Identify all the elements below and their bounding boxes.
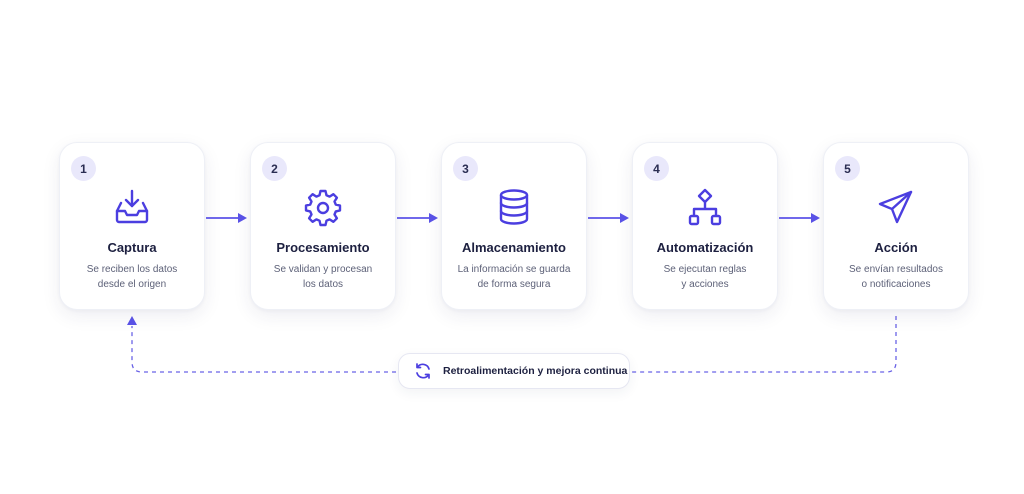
connector-arrow — [588, 213, 629, 223]
step-card-capture: 1 Captura Se reciben los datos desde el … — [59, 142, 205, 310]
database-icon — [492, 185, 536, 229]
step-description: Se ejecutan reglas y acciones — [663, 264, 747, 290]
paper-plane-icon — [874, 185, 918, 229]
step-title: Almacenamiento — [461, 240, 567, 255]
step-description: La información se guarda de forma segura — [457, 264, 571, 290]
feedback-label: Retroalimentación y mejora continua — [443, 365, 628, 377]
step-title: Captura — [107, 240, 157, 255]
step-number-badge: 4 — [644, 156, 669, 181]
step-number-badge: 3 — [453, 156, 478, 181]
step-card-processing: 2 Procesamiento Se validan y procesan lo… — [250, 142, 396, 310]
connector-arrow — [397, 213, 438, 223]
gear-icon — [301, 185, 345, 229]
inbox-download-icon — [110, 185, 154, 229]
step-card-action: 5 Acción Se envían resultados o notifica… — [823, 142, 969, 310]
step-description: Se reciben los datos desde el origen — [86, 264, 178, 290]
connector-arrow — [206, 213, 247, 223]
flowchart-icon — [683, 185, 727, 229]
step-title: Acción — [874, 240, 918, 255]
connector-arrow — [779, 213, 820, 223]
step-card-automation: 4 Automatización Se ejecutan reglas y ac… — [632, 142, 778, 310]
step-number-badge: 5 — [835, 156, 860, 181]
loop-arrowhead — [127, 316, 137, 325]
step-number-badge: 1 — [71, 156, 96, 181]
step-number-badge: 2 — [262, 156, 287, 181]
step-title: Automatización — [656, 240, 754, 255]
feedback-label-pill: Retroalimentación y mejora continua — [398, 353, 630, 389]
step-description: Se validan y procesan los datos — [273, 264, 373, 290]
step-description: Se envían resultados o notificaciones — [849, 264, 943, 290]
refresh-icon — [416, 363, 430, 379]
step-card-storage: 3 Almacenamiento La información se guard… — [441, 142, 587, 310]
step-title: Procesamiento — [276, 240, 370, 255]
